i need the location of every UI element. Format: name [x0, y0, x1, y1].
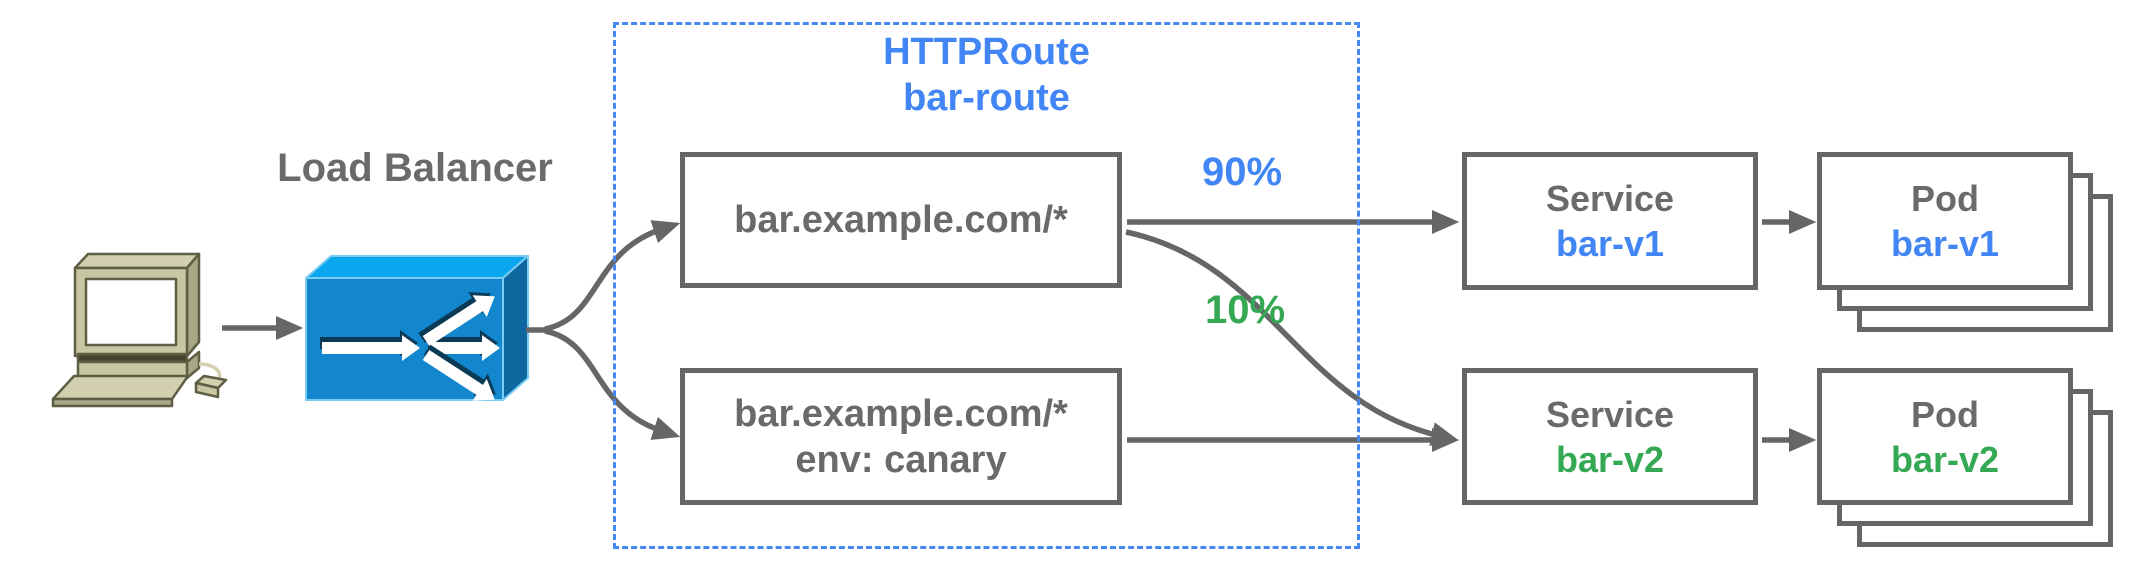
pod-box-bar-v1: Pod bar-v1	[1817, 152, 2073, 290]
service-kind-label: Service	[1545, 393, 1675, 435]
load-balancer-icon	[305, 255, 529, 401]
arrow-lb-to-rule-bottom	[544, 328, 681, 440]
rule-match-text: bar.example.com/*	[734, 199, 1068, 241]
service-box-bar-v2: Service bar-v2	[1462, 368, 1758, 505]
service-kind-label: Service	[1545, 178, 1675, 219]
load-balancer-label: Load Balancer	[277, 146, 553, 190]
pod-box-bar-v2: Pod bar-v2	[1817, 368, 2073, 505]
rule-box-bar: bar.example.com/*	[680, 152, 1122, 288]
arrow-lb-to-rule-top	[544, 220, 681, 332]
service-box-bar-v1: Service bar-v1	[1462, 152, 1758, 290]
pod-name-label: bar-v1	[1890, 223, 2000, 264]
httproute-title: HTTPRoute bar-route	[616, 29, 1357, 121]
arrow-rule-top-to-service-v2-canary	[1125, 229, 1459, 446]
httproute-kind-label: HTTPRoute	[883, 31, 1090, 73]
rule-box-bar-canary: bar.example.com/* env: canary	[680, 368, 1122, 505]
httproute-dashed-container: HTTPRoute bar-route	[613, 22, 1360, 549]
client-computer-icon	[51, 252, 228, 408]
pod-kind-label: Pod	[1911, 393, 1979, 435]
weight-label-10: 10%	[1205, 288, 1286, 332]
weight-label-90: 90%	[1202, 150, 1283, 194]
rule-match-text: bar.example.com/*	[734, 392, 1068, 435]
pod-name-label: bar-v2	[1890, 438, 2000, 480]
service-name-label: bar-v1	[1555, 223, 1665, 264]
service-name-label: bar-v2	[1555, 438, 1665, 480]
lb-split-arrows-glyph	[320, 292, 500, 401]
pod-kind-label: Pod	[1911, 178, 1979, 219]
httproute-name-label: bar-route	[903, 77, 1070, 119]
rule-header-match-text: env: canary	[795, 438, 1007, 481]
